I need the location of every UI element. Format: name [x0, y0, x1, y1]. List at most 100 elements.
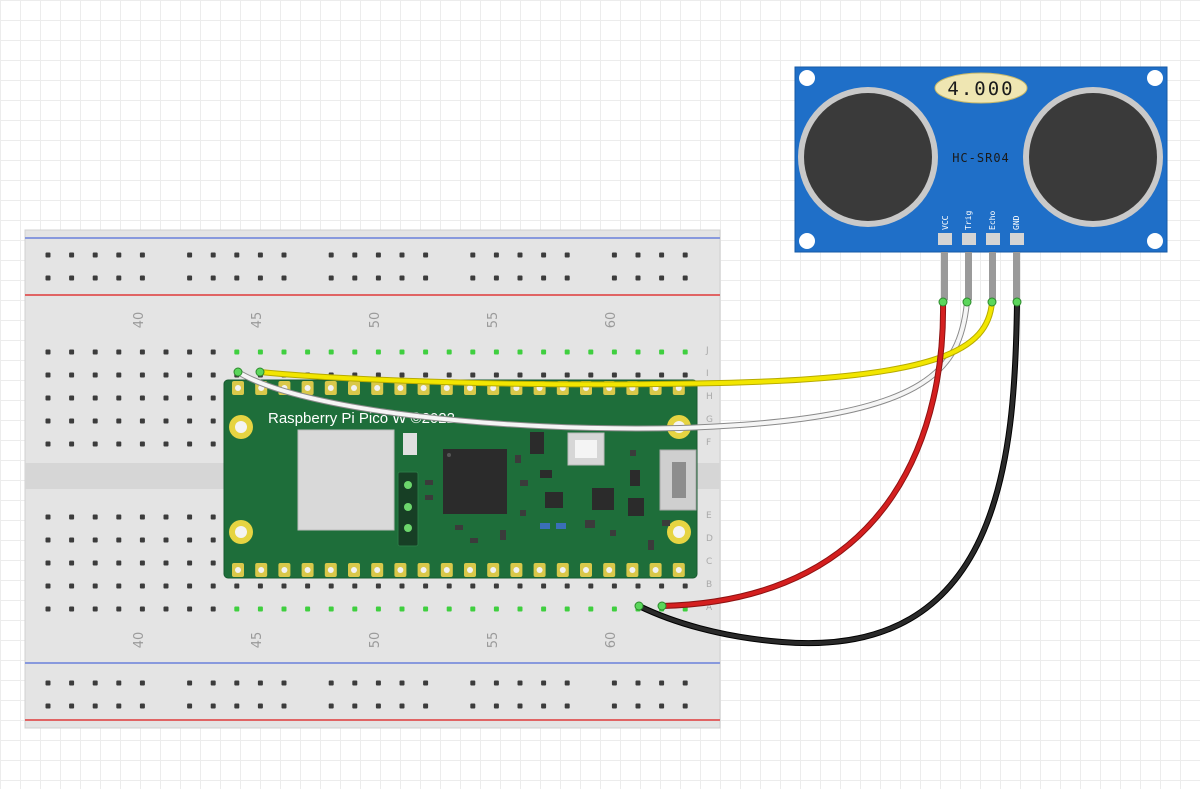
breadboard-hole[interactable] — [187, 606, 193, 612]
breadboard-hole[interactable] — [45, 441, 51, 447]
breadboard-hole[interactable] — [234, 680, 240, 686]
breadboard-hole[interactable] — [45, 583, 51, 589]
vcc-wire[interactable] — [660, 300, 946, 608]
breadboard-hole[interactable] — [635, 275, 641, 281]
breadboard-hole[interactable] — [635, 680, 641, 686]
breadboard-hole[interactable] — [493, 252, 499, 258]
breadboard-hole[interactable] — [281, 275, 287, 281]
breadboard-hole[interactable] — [69, 606, 75, 612]
breadboard-hole[interactable] — [635, 372, 641, 378]
breadboard-hole[interactable] — [375, 252, 381, 258]
breadboard-hole[interactable] — [399, 703, 405, 709]
breadboard-hole[interactable] — [116, 537, 122, 543]
breadboard-hole[interactable] — [139, 418, 145, 424]
breadboard-hole[interactable] — [564, 349, 570, 355]
breadboard-hole[interactable] — [659, 583, 665, 589]
breadboard-hole[interactable] — [635, 703, 641, 709]
breadboard-hole[interactable] — [210, 606, 216, 612]
breadboard-hole[interactable] — [234, 703, 240, 709]
breadboard-hole[interactable] — [659, 275, 665, 281]
breadboard-hole[interactable] — [517, 275, 523, 281]
breadboard-hole[interactable] — [69, 703, 75, 709]
breadboard-hole[interactable] — [210, 680, 216, 686]
breadboard-hole[interactable] — [116, 703, 122, 709]
breadboard-hole[interactable] — [470, 372, 476, 378]
breadboard-hole[interactable] — [92, 606, 98, 612]
breadboard-hole[interactable] — [92, 560, 98, 566]
breadboard-hole[interactable] — [611, 606, 617, 612]
breadboard-hole[interactable] — [139, 537, 145, 543]
breadboard-hole[interactable] — [187, 583, 193, 589]
breadboard-hole[interactable] — [210, 418, 216, 424]
breadboard-hole[interactable] — [139, 372, 145, 378]
breadboard-hole[interactable] — [210, 583, 216, 589]
breadboard-hole[interactable] — [234, 606, 240, 612]
breadboard-hole[interactable] — [92, 441, 98, 447]
breadboard-hole[interactable] — [470, 583, 476, 589]
breadboard-hole[interactable] — [69, 252, 75, 258]
breadboard-hole[interactable] — [139, 680, 145, 686]
breadboard-hole[interactable] — [187, 560, 193, 566]
breadboard-hole[interactable] — [399, 275, 405, 281]
breadboard-hole[interactable] — [493, 372, 499, 378]
breadboard-hole[interactable] — [588, 583, 594, 589]
breadboard-hole[interactable] — [517, 680, 523, 686]
breadboard-hole[interactable] — [116, 583, 122, 589]
breadboard-hole[interactable] — [69, 349, 75, 355]
breadboard-hole[interactable] — [611, 275, 617, 281]
breadboard-hole[interactable] — [139, 560, 145, 566]
breadboard-hole[interactable] — [470, 606, 476, 612]
breadboard-hole[interactable] — [517, 349, 523, 355]
breadboard-hole[interactable] — [139, 252, 145, 258]
breadboard-hole[interactable] — [92, 252, 98, 258]
breadboard-hole[interactable] — [493, 275, 499, 281]
breadboard-hole[interactable] — [92, 703, 98, 709]
breadboard-hole[interactable] — [682, 703, 688, 709]
breadboard-hole[interactable] — [564, 252, 570, 258]
breadboard-hole[interactable] — [187, 703, 193, 709]
breadboard-hole[interactable] — [69, 275, 75, 281]
breadboard-hole[interactable] — [493, 680, 499, 686]
breadboard-hole[interactable] — [305, 349, 311, 355]
breadboard-hole[interactable] — [635, 583, 641, 589]
breadboard-hole[interactable] — [399, 252, 405, 258]
breadboard-hole[interactable] — [187, 537, 193, 543]
breadboard-hole[interactable] — [69, 395, 75, 401]
breadboard-hole[interactable] — [517, 372, 523, 378]
breadboard-hole[interactable] — [45, 703, 51, 709]
breadboard-hole[interactable] — [493, 583, 499, 589]
breadboard-hole[interactable] — [45, 372, 51, 378]
breadboard-hole[interactable] — [210, 560, 216, 566]
breadboard-hole[interactable] — [163, 560, 169, 566]
breadboard-hole[interactable] — [564, 606, 570, 612]
breadboard-hole[interactable] — [375, 703, 381, 709]
breadboard-hole[interactable] — [423, 275, 429, 281]
breadboard-hole[interactable] — [328, 252, 334, 258]
breadboard-hole[interactable] — [423, 703, 429, 709]
breadboard-hole[interactable] — [564, 372, 570, 378]
breadboard-hole[interactable] — [210, 372, 216, 378]
breadboard-hole[interactable] — [187, 395, 193, 401]
breadboard-hole[interactable] — [163, 583, 169, 589]
breadboard-hole[interactable] — [116, 349, 122, 355]
breadboard-hole[interactable] — [281, 680, 287, 686]
breadboard-hole[interactable] — [187, 680, 193, 686]
breadboard-hole[interactable] — [92, 537, 98, 543]
breadboard-hole[interactable] — [92, 680, 98, 686]
breadboard-hole[interactable] — [69, 583, 75, 589]
breadboard-hole[interactable] — [399, 606, 405, 612]
breadboard-hole[interactable] — [541, 583, 547, 589]
breadboard-hole[interactable] — [69, 537, 75, 543]
breadboard-hole[interactable] — [493, 606, 499, 612]
breadboard-hole[interactable] — [234, 583, 240, 589]
breadboard-hole[interactable] — [116, 441, 122, 447]
breadboard-hole[interactable] — [187, 349, 193, 355]
breadboard-hole[interactable] — [659, 703, 665, 709]
breadboard-hole[interactable] — [257, 583, 263, 589]
breadboard-hole[interactable] — [588, 372, 594, 378]
breadboard-hole[interactable] — [517, 252, 523, 258]
breadboard-hole[interactable] — [163, 441, 169, 447]
breadboard-hole[interactable] — [352, 606, 358, 612]
breadboard-hole[interactable] — [328, 583, 334, 589]
breadboard-hole[interactable] — [635, 349, 641, 355]
